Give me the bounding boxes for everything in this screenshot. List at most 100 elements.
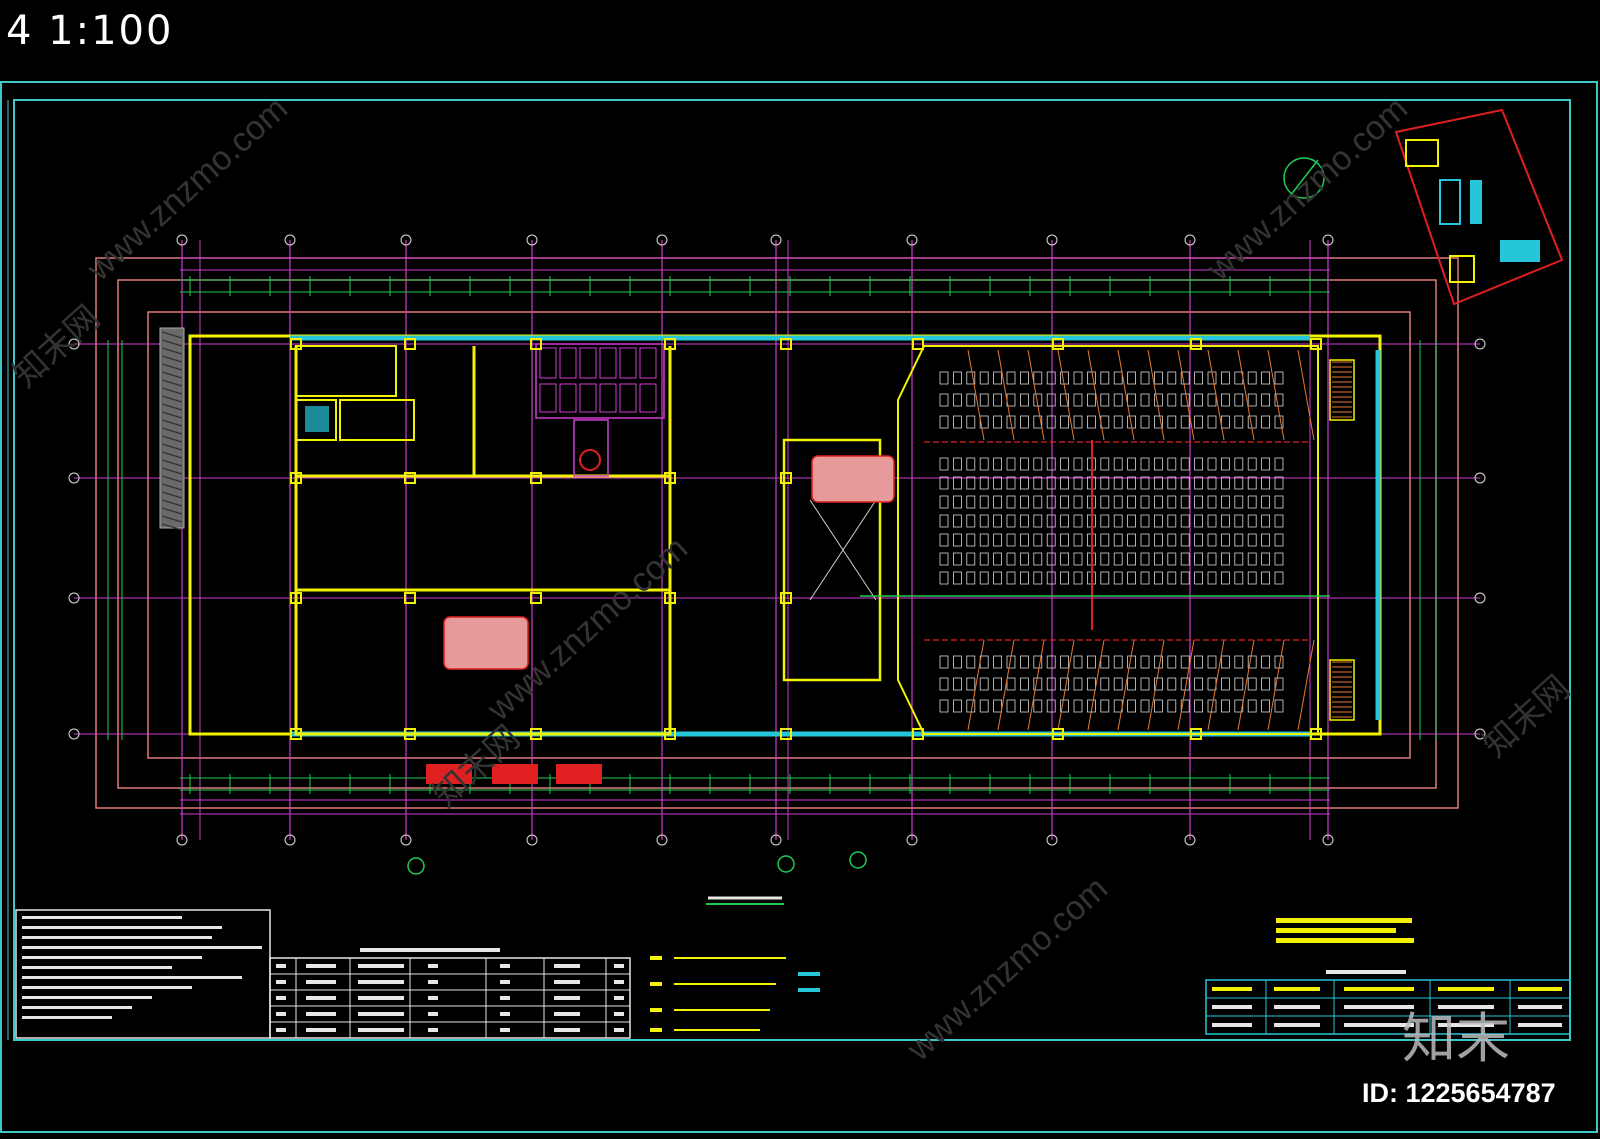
column	[404, 728, 416, 740]
seat	[966, 571, 976, 585]
seat	[1221, 514, 1230, 528]
hall-label-block	[443, 616, 529, 670]
fire-table-cell-mark	[1344, 1023, 1414, 1027]
seat	[1180, 495, 1190, 509]
seat	[1113, 476, 1123, 490]
seat	[1100, 393, 1110, 407]
sight-line	[1057, 639, 1075, 731]
seat	[939, 514, 949, 528]
sight-line	[1207, 639, 1225, 731]
schedule-cell-mark	[276, 1012, 286, 1016]
seat	[1247, 571, 1257, 585]
seat	[939, 393, 949, 407]
seat	[1113, 371, 1123, 385]
toilet-fixture	[579, 449, 601, 471]
seat	[1033, 552, 1043, 566]
schedule-cell-mark	[428, 996, 438, 1000]
equipment-block-2	[492, 764, 538, 784]
seat	[993, 552, 1002, 566]
seat	[1006, 393, 1016, 407]
seat	[1060, 457, 1069, 471]
seat	[1167, 571, 1177, 585]
axis-bubble	[68, 338, 80, 350]
west-stair-hatch-lines	[161, 331, 183, 531]
seat	[953, 699, 962, 713]
axis-bubble	[770, 234, 782, 246]
seat	[1154, 415, 1163, 429]
seat	[1073, 699, 1083, 713]
west-room-1	[295, 345, 397, 397]
axis-bubble	[400, 834, 412, 846]
fire-table-cell-mark	[1438, 1005, 1494, 1009]
hatch-line	[161, 371, 183, 379]
column	[290, 338, 302, 350]
seat	[1127, 699, 1136, 713]
seat	[1113, 677, 1123, 691]
seat	[979, 699, 989, 713]
seat	[966, 533, 976, 547]
east-stair-north	[1329, 359, 1355, 421]
seat	[1154, 495, 1163, 509]
seat	[1261, 655, 1270, 669]
seat	[1020, 415, 1029, 429]
seat	[1033, 571, 1043, 585]
lobby-area	[782, 438, 882, 682]
column	[780, 338, 792, 350]
schedule-cell-mark	[306, 964, 336, 968]
seat	[1167, 699, 1177, 713]
seat	[1247, 457, 1257, 471]
hatch-line	[161, 363, 183, 371]
seat	[1127, 457, 1136, 471]
sight-line	[997, 349, 1015, 441]
seat	[1274, 415, 1284, 429]
seat	[1194, 699, 1203, 713]
seat	[1033, 514, 1043, 528]
seat	[953, 393, 962, 407]
seat	[1073, 514, 1083, 528]
seat	[1140, 393, 1150, 407]
sight-line	[1207, 349, 1225, 441]
schedule-cell-mark	[358, 980, 404, 984]
seat	[993, 457, 1002, 471]
seat	[1073, 533, 1083, 547]
equipment-block-1	[426, 764, 472, 784]
seat	[939, 495, 949, 509]
axis-bubble	[176, 234, 188, 246]
seat	[1154, 677, 1163, 691]
toilet-stall	[619, 347, 637, 379]
toilet-lobby	[573, 419, 609, 477]
seat	[1073, 371, 1083, 385]
column	[404, 338, 416, 350]
sight-line	[1147, 639, 1165, 731]
toilet-stall	[559, 347, 577, 379]
seat	[979, 677, 989, 691]
axis-bubble	[1474, 472, 1486, 484]
seat	[1006, 533, 1016, 547]
seat	[1221, 552, 1230, 566]
seat	[966, 415, 976, 429]
seat	[1046, 655, 1056, 669]
seat	[1207, 415, 1217, 429]
schedule-cell-mark	[306, 980, 336, 984]
seat	[1100, 699, 1110, 713]
seat	[1180, 571, 1190, 585]
seat	[1046, 393, 1056, 407]
seat	[1033, 457, 1043, 471]
hatch-line	[161, 355, 183, 363]
equipment-block-3	[556, 764, 602, 784]
seat	[1234, 699, 1244, 713]
seat	[1033, 655, 1043, 669]
seat	[1234, 655, 1244, 669]
seat	[1221, 677, 1230, 691]
seat	[1046, 457, 1056, 471]
seat	[1046, 552, 1056, 566]
hatch-line	[161, 467, 183, 475]
note-line	[22, 946, 262, 949]
toilet-stall	[579, 383, 597, 413]
seat	[1100, 552, 1110, 566]
seat	[1073, 495, 1083, 509]
brand-logo: 知末	[1402, 1007, 1510, 1070]
hatch-line	[161, 483, 183, 491]
schedule-cell-mark	[614, 980, 624, 984]
